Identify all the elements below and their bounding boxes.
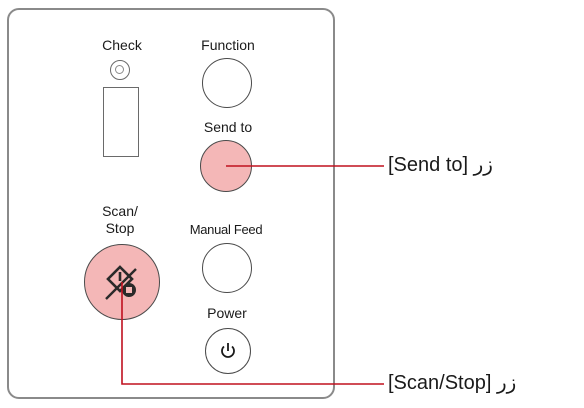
power-icon bbox=[221, 343, 235, 358]
manual-feed-label: Manual Feed bbox=[189, 222, 263, 237]
manual-feed-button[interactable] bbox=[202, 243, 252, 293]
check-lamp bbox=[110, 60, 130, 80]
scan-stop-icon bbox=[105, 265, 137, 300]
function-number-display bbox=[103, 87, 139, 157]
operator-panel bbox=[7, 8, 335, 399]
check-lamp-inner bbox=[115, 65, 124, 74]
function-button[interactable] bbox=[202, 58, 252, 108]
send-to-label: Send to bbox=[203, 119, 253, 135]
function-label: Function bbox=[201, 37, 255, 53]
scan-stop-label-line1: Scan/ bbox=[102, 203, 138, 219]
scan-stop-button[interactable] bbox=[84, 244, 160, 320]
check-label: Check bbox=[102, 37, 142, 53]
scan-stop-leader-line bbox=[121, 282, 384, 385]
send-to-callout: [Send to] زر bbox=[388, 154, 493, 176]
scan-stop-callout: [Scan/Stop] زر bbox=[388, 372, 517, 394]
power-button[interactable] bbox=[205, 328, 251, 374]
power-label: Power bbox=[207, 305, 247, 321]
scan-stop-label-line2: Stop bbox=[105, 220, 135, 236]
